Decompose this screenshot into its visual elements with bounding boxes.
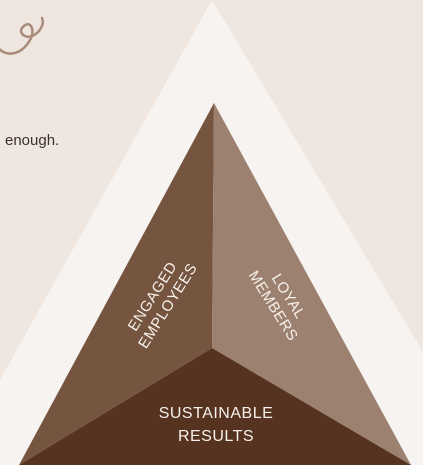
- intro-text-fragment: enough.: [5, 132, 60, 149]
- segment-loyal-members: [212, 103, 411, 465]
- label-results: RESULTS: [178, 428, 254, 445]
- flourish-ornament: [0, 16, 45, 55]
- segment-sustainable-results: [19, 348, 411, 465]
- label-sustainable: SUSTAINABLE: [159, 405, 274, 422]
- segment-engaged-employees: [19, 103, 214, 465]
